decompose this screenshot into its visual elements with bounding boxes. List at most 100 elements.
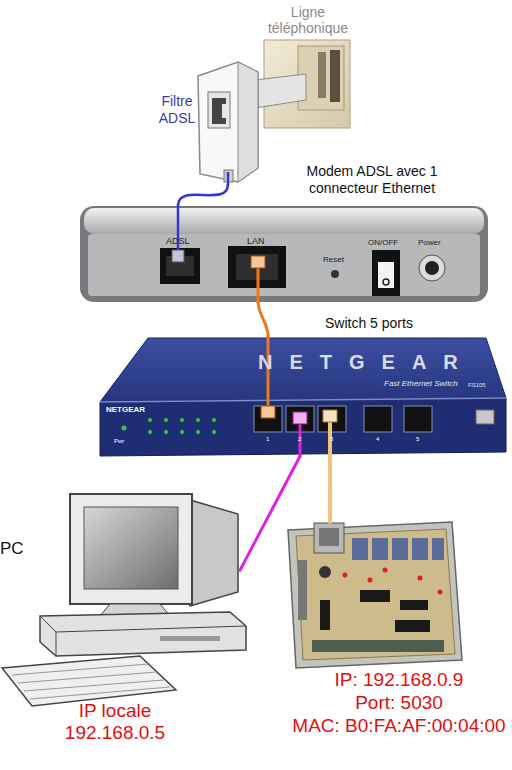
pc-drawing-part xyxy=(190,500,238,606)
pc-drawing-part xyxy=(56,626,246,632)
controller-board-drawing-part xyxy=(298,560,307,620)
controller-board-drawing-part xyxy=(400,600,428,610)
socket-label: Ligne téléphonique xyxy=(262,4,354,36)
controller-board-drawing-part xyxy=(319,528,339,546)
wall-socket-drawing-part xyxy=(330,50,340,102)
controller-board-drawing xyxy=(288,522,462,668)
adsl-filter-drawing-part xyxy=(255,74,306,108)
controller-board-drawing-part xyxy=(432,538,444,560)
controller-board-drawing-part xyxy=(438,590,443,595)
pc-drawing-part xyxy=(70,494,192,604)
adsl-cable xyxy=(178,185,228,205)
port-number: 5 xyxy=(416,436,419,442)
wall-socket-drawing-part xyxy=(318,52,326,98)
model-label: FS105 xyxy=(468,382,486,388)
mac-address: MAC: B0:FA:AF:00:04:00 xyxy=(286,715,512,737)
model-label: Fast Ethernet Switch xyxy=(384,380,458,388)
controller-board-drawing-part xyxy=(314,523,344,553)
cable-stub-part xyxy=(267,335,270,410)
pc-drawing-part xyxy=(2,656,176,706)
controller-board-drawing-part xyxy=(392,538,408,560)
adsl-modem-drawing-part xyxy=(80,206,488,302)
pc-drawing-part xyxy=(56,632,57,656)
switch-label: ON/OFF xyxy=(368,239,398,247)
brand-logo: NETGEAR xyxy=(258,352,475,372)
power-label: Power xyxy=(418,239,441,247)
controller-board-drawing-part xyxy=(288,522,462,668)
pc-drawing-part xyxy=(30,687,170,699)
brand-logo: NETGEAR xyxy=(106,406,145,414)
cable-stub-part xyxy=(293,412,307,424)
pc-drawing-part xyxy=(40,612,246,656)
led-label: Pwr xyxy=(114,438,124,444)
ethernet-cable xyxy=(258,302,268,336)
ethernet-switch-drawing-part xyxy=(148,430,152,434)
ip-address: IP: 192.168.0.9 xyxy=(286,669,512,691)
ethernet-switch-drawing-part xyxy=(180,430,184,434)
ethernet-switch-drawing-part xyxy=(476,410,494,424)
cable-stub-part xyxy=(323,410,337,422)
pc-drawing-part xyxy=(12,664,148,675)
adsl-modem-drawing-part xyxy=(84,208,484,234)
adsl-modem-drawing-part xyxy=(160,248,200,284)
port-number: 3 xyxy=(330,436,333,442)
pc-drawing-part xyxy=(160,636,220,641)
cable-stub-part xyxy=(172,250,184,262)
ethernet-switch-drawing xyxy=(100,338,506,456)
controller-board-drawing-part xyxy=(360,590,390,602)
ethernet-switch-drawing-part xyxy=(404,406,432,432)
ethernet-switch-drawing-part xyxy=(212,418,216,422)
cable-stub-part xyxy=(251,256,265,268)
ethernet-cable xyxy=(328,456,332,522)
adsl-modem-drawing-part xyxy=(383,279,389,285)
pc-computer: PCIP locale 192.168.0.5 xyxy=(0,485,240,760)
adsl-filter-drawing-part xyxy=(238,62,258,182)
controller-board-drawing-part xyxy=(412,538,428,560)
pc-label: PC xyxy=(0,540,30,558)
ethernet-switch-drawing-part xyxy=(364,406,392,432)
controller-board-drawing-part xyxy=(372,538,388,560)
controller-board-drawing-part xyxy=(368,578,373,583)
controller-board-drawing-part xyxy=(343,573,348,578)
ethernet-switch-drawing-part xyxy=(100,398,506,456)
ethernet-switch-drawing-part xyxy=(164,418,168,422)
pc-drawing-part xyxy=(40,616,56,632)
adsl-modem-drawing-part xyxy=(372,250,400,296)
switch-label: Switch 5 ports xyxy=(325,315,485,331)
pc-drawing-part xyxy=(84,507,178,589)
ethernet-switch-drawing-part xyxy=(148,418,152,422)
cable-stub xyxy=(172,172,337,457)
port-number: 2 xyxy=(298,436,301,442)
port-label: LAN xyxy=(247,237,265,246)
ethernet-switch-drawing-part xyxy=(180,418,184,422)
adsl-modem-drawing-part xyxy=(88,234,480,296)
ethernet-switch-drawing-part xyxy=(100,398,506,402)
adsl-filter: Filtre ADSL xyxy=(150,60,258,185)
ethernet-switch-drawing-part xyxy=(122,426,127,431)
cable-stub-part xyxy=(227,172,230,186)
pc-drawing-part xyxy=(18,672,156,683)
ethernet-switch-drawing-part xyxy=(100,338,506,402)
ethernet-switch-drawing-part xyxy=(196,418,200,422)
wall-socket: Ligne téléphonique xyxy=(262,0,354,130)
port-label: ADSL xyxy=(166,237,190,246)
adsl-modem-drawing xyxy=(80,206,488,302)
ethernet-switch-drawing-part xyxy=(164,430,168,434)
adsl-modem-drawing-part xyxy=(331,270,339,278)
adsl-filter-drawing-part xyxy=(198,62,258,182)
cable-stub-part xyxy=(261,406,275,418)
controller-board-drawing-part xyxy=(418,576,423,581)
controller-board-drawing-part xyxy=(312,640,444,652)
adsl-modem-drawing-part xyxy=(378,262,394,288)
ethernet-switch-drawing-part xyxy=(196,430,200,434)
controller-board: IP: 192.168.0.9Port: 5030MAC: B0:FA:AF:0… xyxy=(286,522,512,762)
ethernet-switch-drawing-part xyxy=(254,406,282,432)
adsl-filter-drawing-part xyxy=(212,98,226,124)
adsl-modem: Modem ADSL avec 1 connecteur Ethernet xyxy=(78,205,490,302)
pc-drawing xyxy=(2,494,246,706)
adsl-filter-drawing xyxy=(198,62,306,182)
modem-label: Modem ADSL avec 1 connecteur Ethernet xyxy=(297,163,447,197)
adsl-filter-drawing-part xyxy=(208,92,230,128)
filter-label: Filtre ADSL xyxy=(150,93,204,127)
